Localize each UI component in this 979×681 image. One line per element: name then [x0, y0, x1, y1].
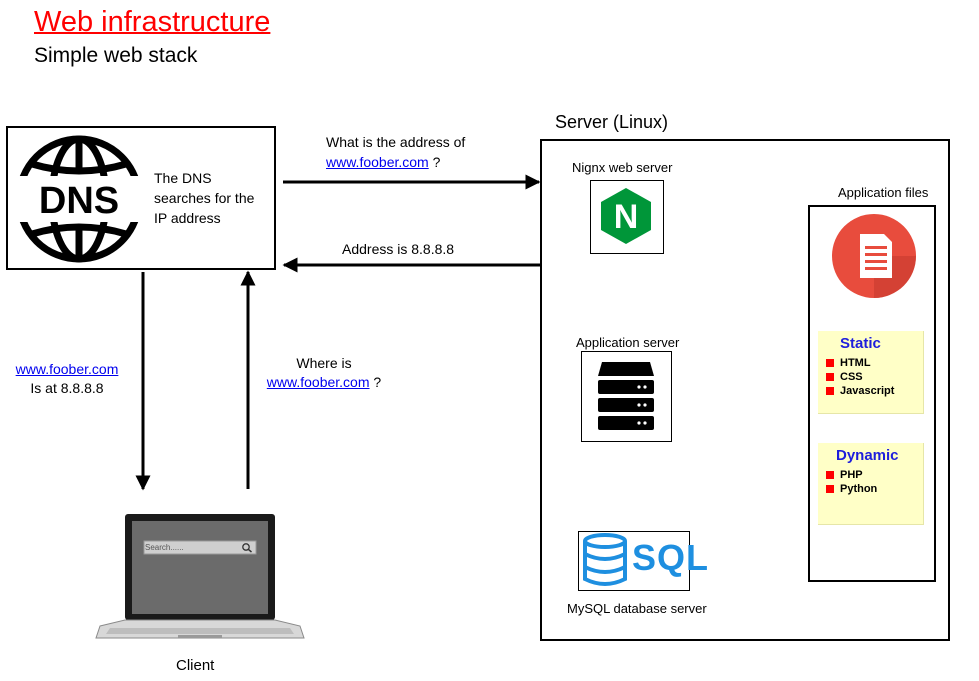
dns-description: The DNS searches for the IP address — [154, 170, 255, 226]
list-item: Javascript — [826, 384, 923, 398]
page-title: Web infrastructure — [34, 6, 271, 38]
list-item: HTML — [826, 356, 923, 370]
list-item: Python — [826, 482, 923, 496]
dns-reply-link[interactable]: www.foober.com — [15, 361, 119, 377]
server-title: Server (Linux) — [555, 112, 669, 132]
dynamic-list: PHP Python — [826, 468, 923, 496]
dynamic-panel: Dynamic PHP Python — [818, 443, 924, 525]
nginx-label: Nignx web server — [572, 160, 673, 175]
client-query-link[interactable]: www.foober.com — [266, 374, 370, 390]
search-icon — [242, 543, 252, 553]
app-server-label: Application server — [576, 335, 680, 350]
static-panel: Static HTML CSS Javascript — [818, 331, 924, 414]
reply-label: Address is 8.8.8.8 — [342, 241, 455, 257]
sql-text: SQL — [632, 537, 710, 578]
dns-icon-text: DNS — [39, 180, 119, 222]
svg-text:N: N — [614, 198, 639, 236]
laptop-icon — [95, 514, 305, 639]
document-icon — [832, 214, 916, 298]
query-label: What is the address of www.foober.com ? — [326, 134, 466, 170]
client-query-label: Where is www.foober.com ? — [266, 355, 382, 390]
client-label: Client — [176, 657, 215, 674]
static-list: HTML CSS Javascript — [826, 356, 923, 398]
globe-icon: DNS — [12, 135, 146, 263]
database-icon — [583, 533, 627, 586]
list-item: PHP — [826, 468, 923, 482]
nginx-icon: N — [601, 188, 651, 244]
dynamic-title: Dynamic — [836, 447, 899, 464]
dns-reply-label: www.foober.com Is at 8.8.8.8 — [15, 361, 119, 396]
static-title: Static — [840, 335, 881, 352]
page-subtitle: Simple web stack — [34, 44, 198, 67]
app-files-title: Application files — [838, 185, 929, 200]
list-item: CSS — [826, 370, 923, 384]
query-link[interactable]: www.foober.com — [326, 154, 429, 170]
db-box — [578, 531, 690, 591]
laptop-search-input: Search...... — [145, 543, 184, 552]
db-label: MySQL database server — [567, 601, 707, 616]
server-stack-icon — [598, 362, 654, 430]
